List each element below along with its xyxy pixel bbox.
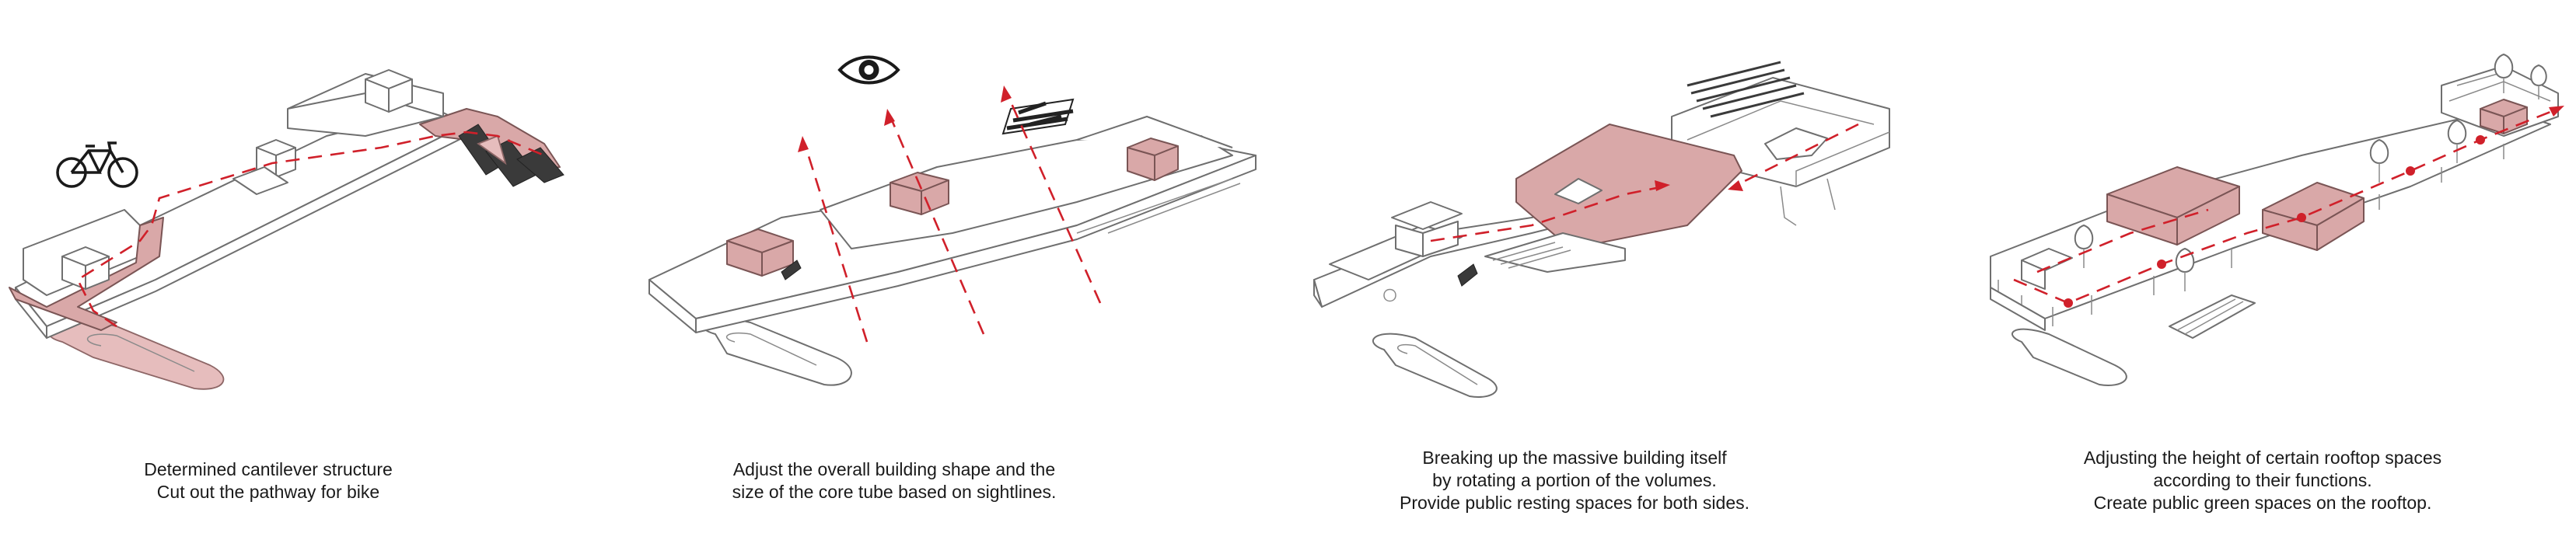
caption-line: by rotating a portion of the volumes. — [1279, 469, 1870, 492]
panel-3-caption: Breaking up the massive building itself … — [1279, 447, 1870, 514]
sightline-axonometric-drawing — [641, 0, 1287, 435]
caption-line: Provide public resting spaces for both s… — [1279, 492, 1870, 514]
caption-line: Adjusting the height of certain rooftop … — [1967, 447, 2558, 469]
bicycle-icon — [58, 143, 137, 186]
rotated-volume-axonometric-drawing — [1298, 0, 1944, 435]
panel-2-caption: Adjust the overall building shape and th… — [599, 458, 1190, 503]
caption-line: Create public green spaces on the roofto… — [1967, 492, 2558, 514]
loop-ramp — [48, 321, 223, 389]
diagram-panel-2: Adjust the overall building shape and th… — [641, 0, 1287, 540]
caption-line: Cut out the pathway for bike — [0, 481, 564, 503]
diagram-panel-3: Breaking up the massive building itself … — [1298, 0, 1944, 540]
caption-line: Determined cantilever structure — [0, 458, 564, 481]
caption-line: Adjust the overall building shape and th… — [599, 458, 1190, 481]
cube-3 — [365, 70, 412, 112]
panel-4-caption: Adjusting the height of certain rooftop … — [1967, 447, 2558, 514]
striped-bridge — [1003, 99, 1073, 134]
diagram-panel-1: Determined cantilever structure Cut out … — [0, 0, 645, 540]
caption-line: size of the core tube based on sightline… — [599, 481, 1190, 503]
cantilever-axonometric-drawing — [0, 0, 645, 435]
cube-1 — [62, 247, 109, 289]
eye-icon — [840, 57, 898, 83]
caption-line: according to their functions. — [1967, 469, 2558, 492]
diagram-panel-4: Adjusting the height of certain rooftop … — [1975, 0, 2576, 540]
rooftop-green-axonometric-drawing — [1975, 0, 2576, 435]
panel-1-caption: Determined cantilever structure Cut out … — [0, 458, 564, 503]
caption-line: Breaking up the massive building itself — [1279, 447, 1870, 469]
